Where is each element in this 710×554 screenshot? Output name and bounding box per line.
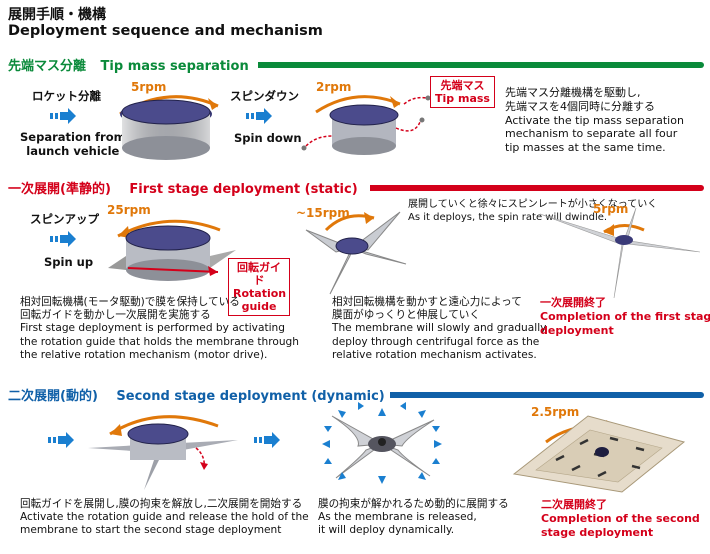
rpm-2-label: 2rpm — [316, 80, 352, 94]
tip-mass-header-jp: 先端マス分離 — [8, 59, 87, 74]
first-stage-complete-image — [539, 207, 701, 299]
first-stage-header: 一次展開(準静的) First stage deployment (static… — [8, 178, 358, 197]
second-stage-rule — [390, 392, 704, 398]
desc-line: deploy through centrifugal force as the — [332, 335, 540, 348]
step-spin-up-en: Spin up — [44, 255, 94, 269]
first-stage-desc-left: 相対回転機構(モータ駆動)で膜を保持している 回転ガイドを動かし一次展開を実施す… — [20, 296, 299, 362]
first-stage-header-en: First stage deployment (static) — [129, 182, 358, 197]
desc-line: The membrane will slowly and gradually — [332, 322, 547, 335]
spin-rate-note-jp: 展開していくと徐々にスピンレートが小さくなっていく — [408, 199, 658, 210]
step-spin-down-en: Spin down — [234, 131, 302, 145]
spacecraft-spin-up-image — [108, 219, 236, 281]
tip-mass-callout-jp: 先端マス — [440, 79, 485, 92]
second-stage-desc-left: 回転ガイドを展開し,膜の拘束を解放し,二次展開を開始する Activate th… — [20, 498, 309, 538]
desc-line: First stage deployment is performed by a… — [20, 322, 285, 335]
desc-line: 先端マスを4個同時に分離する — [505, 99, 655, 113]
second-stage-complete-jp: 二次展開終了 — [541, 498, 607, 511]
tip-mass-description: 先端マス分離機構を駆動し, 先端マスを4個同時に分離する Activate th… — [505, 86, 684, 155]
step-spin-down-jp: スピンダウン — [230, 89, 299, 103]
flow-arrow-icon — [50, 231, 76, 247]
desc-line: 回転ガイドを展開し,膜の拘束を解放し,二次展開を開始する — [20, 498, 303, 510]
first-stage-desc-mid: 相対回転機構を動かすと遠心力によって 膜面がゆっくりと伸展していく The me… — [332, 296, 546, 362]
flow-arrow-icon — [48, 432, 74, 448]
desc-line: 相対回転機構(モータ駆動)で膜を保持している — [20, 296, 240, 308]
second-stage-complete: 二次展開終了 Completion of the second stage de… — [541, 498, 700, 540]
rotation-guide-deploy-image — [88, 415, 238, 490]
rpm-25-label: 25rpm — [107, 203, 151, 217]
first-stage-header-jp: 一次展開(準静的) — [8, 182, 111, 197]
desc-line: 膜面がゆっくりと伸展していく — [332, 309, 480, 322]
second-stage-complete-en1: Completion of the second — [541, 512, 700, 525]
desc-line: 相対回転機構を動かすと遠心力によって — [332, 296, 522, 308]
step-launch-sep-en-line1: Separation from — [20, 130, 126, 144]
desc-line: As the membrane is released, — [318, 511, 477, 524]
membrane-partial-deploy-image — [305, 211, 407, 295]
second-stage-header-jp: 二次展開(動的) — [8, 389, 98, 404]
rotation-guide-callout-en1: Rotation — [233, 287, 287, 300]
page-title-en: Deployment sequence and mechanism — [8, 23, 323, 39]
spin-rate-note-en: As it deploys, the spin rate will dwindl… — [408, 212, 608, 223]
rpm-2-5-label: 2.5rpm — [531, 405, 580, 419]
desc-line: Activate the tip mass separation — [505, 113, 684, 127]
spin-rate-note: 展開していくと徐々にスピンレートが小さくなっていく As it deploys,… — [408, 198, 657, 224]
desc-line: 先端マス分離機構を駆動し, — [505, 86, 641, 99]
tip-mass-callout-en: Tip mass — [435, 92, 490, 105]
flow-arrow-icon — [254, 432, 280, 448]
spacecraft-tip-mass-image — [301, 95, 431, 155]
first-stage-complete-jp: 一次展開終了 — [540, 296, 606, 309]
membrane-dynamic-deploy-image — [322, 402, 442, 484]
rpm-5-label: 5rpm — [131, 80, 167, 94]
rpm-5-final-label: 5rpm — [593, 202, 629, 216]
desc-line: tip masses at the same time. — [505, 141, 666, 155]
rotation-guide-callout-en2: guide — [241, 300, 277, 313]
tip-mass-header: 先端マス分離 Tip mass separation — [8, 55, 249, 74]
second-stage-header-en: Second stage deployment (dynamic) — [116, 389, 385, 404]
flow-arrow-icon — [246, 108, 272, 124]
step-spin-up-jp: スピンアップ — [30, 212, 99, 226]
first-stage-complete-en2: deployment — [540, 324, 614, 337]
desc-line: 膜の拘束が解かれるため動的に展開する — [318, 498, 509, 510]
desc-line: the relative rotation mechanism (motor d… — [20, 348, 268, 361]
step-launch-sep-jp: ロケット分離 — [32, 89, 101, 103]
tip-mass-rule — [258, 62, 704, 68]
tip-mass-callout: 先端マス Tip mass — [430, 76, 495, 108]
rpm-15-label: ~15rpm — [296, 206, 350, 220]
rotation-guide-callout-jp: 回転ガイド — [237, 261, 281, 287]
desc-line: mechanism to separate all four — [505, 127, 678, 141]
second-stage-desc-mid: 膜の拘束が解かれるため動的に展開する As the membrane is re… — [318, 498, 509, 538]
desc-line: it will deploy dynamically. — [318, 524, 455, 537]
second-stage-complete-en2: stage deployment — [541, 526, 654, 539]
step-launch-sep-en: Separation from launch vehicle — [20, 130, 126, 158]
desc-line: membrane to start the second stage deplo… — [20, 524, 282, 537]
first-stage-rule — [370, 185, 704, 191]
first-stage-complete-en1: Completion of the first stage — [540, 310, 710, 323]
rotation-guide-callout: 回転ガイド Rotation guide — [228, 258, 290, 316]
desc-line: 回転ガイドを動かし一次展開を実施する — [20, 309, 211, 322]
first-stage-complete: 一次展開終了 Completion of the first stage dep… — [540, 296, 710, 338]
second-stage-complete-image — [512, 415, 686, 493]
flow-arrow-icon — [50, 108, 76, 124]
desc-line: Activate the rotation guide and release … — [20, 511, 309, 524]
spacecraft-stowed-image — [119, 95, 219, 160]
desc-line: the rotation guide that holds the membra… — [20, 335, 299, 348]
step-launch-sep-en-line2: launch vehicle — [26, 144, 120, 158]
tip-mass-header-en: Tip mass separation — [100, 59, 249, 74]
page-title-jp: 展開手順・機構 — [8, 7, 106, 23]
desc-line: relative rotation mechanism activates. — [332, 348, 537, 361]
second-stage-header: 二次展開(動的) Second stage deployment (dynami… — [8, 385, 385, 404]
